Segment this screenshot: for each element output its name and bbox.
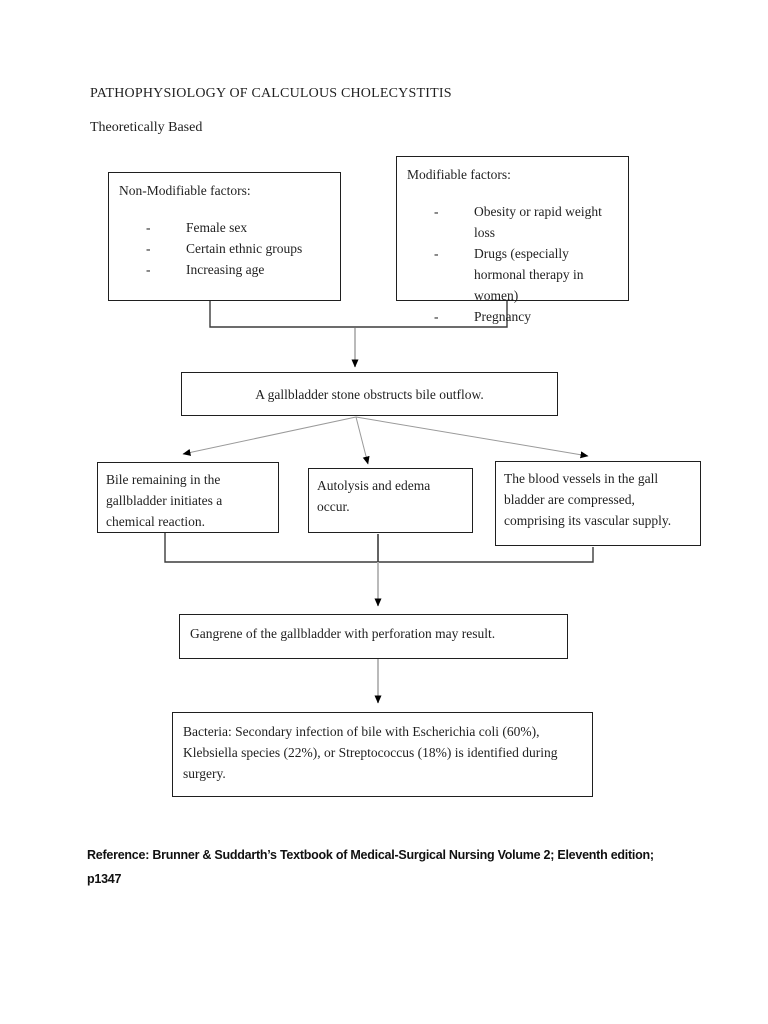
blood-vessels-text: The blood vessels in the gall bladder ar… — [504, 471, 672, 528]
non-modifiable-factors-box: Non-Modifiable factors: - Female sex - C… — [108, 172, 341, 301]
list-item: - Certain ethnic groups — [109, 238, 340, 259]
list-dash: - — [146, 220, 151, 235]
non-modifiable-list: - Female sex - Certain ethnic groups - I… — [109, 217, 340, 280]
bile-reaction-text: Bile remaining in the gallbladder initia… — [106, 472, 223, 529]
list-item: - Pregnancy — [397, 306, 628, 327]
modifiable-list: - Obesity or rapid weight loss - Drugs (… — [397, 201, 628, 327]
list-item: - Drugs (especially hormonal therapy in … — [397, 243, 628, 306]
bile-reaction-box: Bile remaining in the gallbladder initia… — [97, 462, 279, 533]
arrow-to-bile-icon — [182, 416, 357, 456]
list-item: - Female sex — [109, 217, 340, 238]
list-dash: - — [434, 309, 439, 324]
reference-line-2: p1347 — [87, 872, 122, 886]
arrow-to-vessels-icon — [355, 416, 589, 459]
bacteria-box: Bacteria: Secondary infection of bile wi… — [172, 712, 593, 797]
reference-text: Reference: Brunner & Suddarth’s Textbook… — [87, 843, 707, 891]
arrow-to-autolysis-icon — [355, 416, 370, 465]
obstruction-box: A gallbladder stone obstructs bile outfl… — [181, 372, 558, 416]
non-modifiable-heading: Non-Modifiable factors: — [119, 183, 251, 198]
list-dash: - — [146, 241, 151, 256]
bacteria-text: Bacteria: Secondary infection of bile wi… — [183, 724, 558, 781]
blood-vessels-box: The blood vessels in the gall bladder ar… — [495, 461, 701, 546]
page-title: PATHOPHYSIOLOGY OF CALCULOUS CHOLECYSTIT… — [90, 86, 452, 101]
obstruction-text: A gallbladder stone obstructs bile outfl… — [255, 386, 484, 402]
gangrene-text: Gangrene of the gallbladder with perfora… — [190, 626, 496, 641]
page-subtitle: Theoretically Based — [90, 120, 203, 135]
gangrene-box: Gangrene of the gallbladder with perfora… — [179, 614, 568, 659]
list-dash: - — [146, 262, 151, 277]
modifiable-heading: Modifiable factors: — [407, 167, 511, 182]
autolysis-box: Autolysis and edema occur. — [308, 468, 473, 533]
list-item: - Obesity or rapid weight loss — [397, 201, 628, 243]
modifiable-factors-box: Modifiable factors: - Obesity or rapid w… — [396, 156, 629, 324]
list-dash: - — [434, 246, 439, 261]
autolysis-text: Autolysis and edema occur. — [317, 478, 431, 514]
list-item: - Increasing age — [109, 259, 340, 280]
list-dash: - — [434, 204, 439, 219]
reference-line-1: Reference: Brunner & Suddarth’s Textbook… — [87, 848, 654, 862]
